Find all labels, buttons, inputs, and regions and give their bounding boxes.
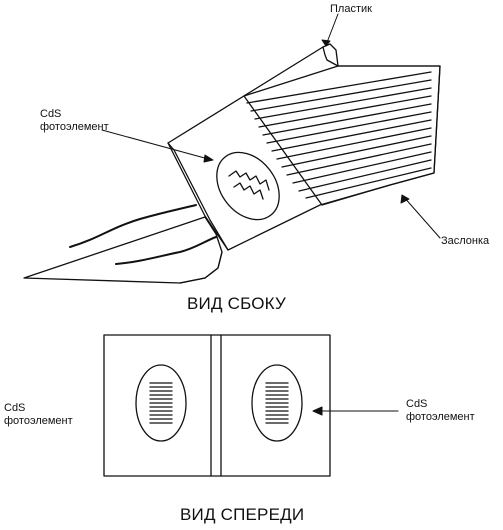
front-cell-right <box>251 364 303 442</box>
label-cell-left-line2: фотоэлемент <box>4 415 73 427</box>
caption-side-view: ВИД СБОКУ <box>187 294 286 313</box>
base-plate-edge <box>179 251 223 284</box>
front-cell-left <box>135 364 187 442</box>
label-cell-left-line1: CdS <box>4 402 26 414</box>
label-cell-right-line1: CdS <box>406 398 428 410</box>
cds-cell-side <box>216 151 280 221</box>
shutter <box>243 65 441 206</box>
label-plastic: Пластик <box>330 3 372 15</box>
arrow-plastic <box>325 13 339 46</box>
side-view-arrows <box>101 13 441 239</box>
cell-serpentine <box>228 170 270 191</box>
label-shutter: Заслонка <box>441 235 490 247</box>
arrow-shutter <box>402 195 441 239</box>
arrow-cell-top <box>101 129 213 161</box>
wire-lower <box>115 236 217 265</box>
label-cell-top-line2: фотоэлемент <box>40 121 109 133</box>
caption-front-view: ВИД СПЕРЕДИ <box>180 505 305 524</box>
front-body <box>103 334 331 477</box>
label-cell-right-line2: фотоэлемент <box>406 411 475 423</box>
base-plate <box>23 216 223 284</box>
side-view-drawing <box>23 43 441 284</box>
panel-thickness <box>167 142 229 251</box>
wire-upper <box>69 204 197 248</box>
front-view-drawing <box>103 334 399 477</box>
label-cell-top-line1: CdS <box>40 108 62 120</box>
